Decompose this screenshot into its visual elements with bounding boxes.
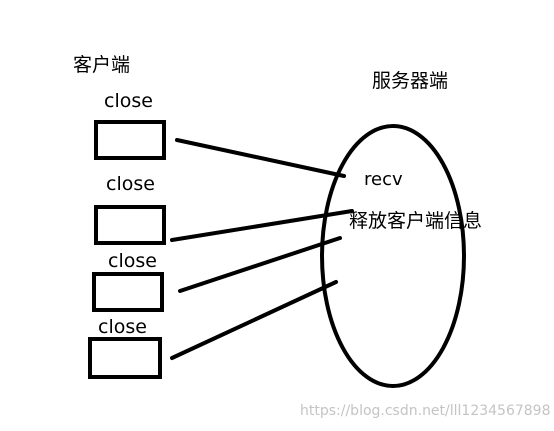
connection-line-3: [178, 236, 342, 293]
client-socket-label-4: close: [98, 316, 147, 338]
client-socket-label-2: close: [106, 173, 155, 195]
connection-line-2: [170, 209, 354, 242]
release-client-info-label: 释放客户端信息: [349, 210, 483, 232]
server-ellipse: [320, 124, 466, 388]
client-socket-box-2: [94, 205, 166, 245]
client-socket-box-1: [94, 120, 166, 160]
watermark-text: https://blog.csdn.net/lll1234567898: [300, 403, 551, 419]
client-socket-box-3: [92, 272, 164, 312]
client-socket-label-3: close: [108, 250, 157, 272]
connection-line-4: [170, 280, 338, 360]
client-socket-label-1: close: [104, 90, 153, 112]
client-socket-box-4: [88, 337, 162, 379]
connection-line-1: [175, 138, 346, 178]
recv-label: recv: [364, 169, 403, 190]
server-title: 服务器端: [372, 70, 449, 92]
client-title: 客户端: [73, 54, 131, 76]
